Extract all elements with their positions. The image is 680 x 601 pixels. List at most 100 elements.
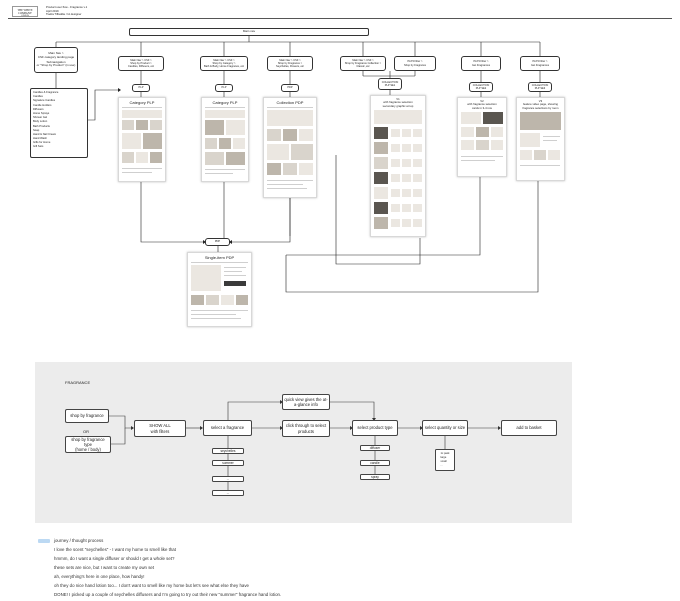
click-through-box: click through to select products bbox=[282, 420, 330, 437]
tag-plp-2: PLP bbox=[215, 84, 233, 92]
screen-collection-v2: V2 with fragrance selection cards in 3-4… bbox=[457, 97, 507, 177]
nav-box-filter-fragrance: PLP3 Filter > Shop by Fragrance bbox=[394, 56, 436, 71]
nav-box-collection: Main Nav > CSF > Shop by Fragrance Colle… bbox=[340, 56, 386, 71]
select-product-type: select product type bbox=[352, 420, 398, 436]
product-thumb bbox=[413, 174, 422, 182]
quantity-options: 1x pack large small ... bbox=[435, 449, 455, 471]
product-thumb bbox=[413, 159, 422, 167]
tag-plp-1: PLP bbox=[132, 84, 150, 92]
flow-panel: FRAGRANCE bbox=[35, 362, 572, 523]
logo-text: THE WHITE COMPANY bbox=[17, 8, 33, 15]
landing-label: Main Nav > CSF category landing page bbox=[37, 51, 75, 59]
product-thumb bbox=[391, 204, 400, 212]
category-list-item: Candles & Fragrance bbox=[33, 91, 59, 94]
journey-line: oh they do nice hand lotion too... I don… bbox=[54, 583, 249, 588]
nav-box-product: Main Nav > CSF > Shop by Product > Candl… bbox=[118, 56, 164, 71]
header: THE WHITE COMPANY LONDON Product user fl… bbox=[12, 5, 252, 20]
nav-box-filter-get-2: PLP3 Filter > Get Fragrances bbox=[520, 56, 560, 71]
nav-box-fragrance: Main Nav > CSF > Shop by Fragrance > Sey… bbox=[267, 56, 313, 71]
product-thumb bbox=[402, 129, 411, 137]
tag-pdp-single: PDP bbox=[205, 238, 230, 246]
product-image bbox=[374, 217, 388, 229]
product-thumb bbox=[391, 129, 400, 137]
category-landing-box: Main Nav > CSF category landing page Sub… bbox=[34, 47, 78, 73]
category-list-item: Home Sprays bbox=[33, 111, 50, 115]
fragrance-option: ... bbox=[212, 476, 244, 482]
or-label: OR bbox=[83, 429, 89, 434]
quick-view-box: quick view gives the at- a-glance info bbox=[282, 394, 330, 410]
header-line-3: Tiadra Tiffaddie / IA designer bbox=[46, 12, 82, 16]
journey-line: I love the scent "seychelles" - I want m… bbox=[54, 547, 176, 552]
add-to-basket: add to basket bbox=[501, 420, 557, 436]
start-shop-by-fragrance: shop by fragrance bbox=[65, 409, 109, 423]
screen-category-plp-2: Category PLP bbox=[201, 97, 249, 182]
product-thumb bbox=[413, 189, 422, 197]
screen-single-item-pdp: Single-item PDP bbox=[187, 252, 252, 327]
product-thumb bbox=[402, 189, 411, 197]
screen-title: Single-item PDP bbox=[204, 255, 235, 260]
screen-category-plp-1: Category PLP bbox=[118, 97, 166, 182]
main-nav-root: Main nav bbox=[129, 28, 369, 36]
tag-pdp-1: PDP bbox=[281, 84, 299, 92]
product-thumb bbox=[391, 174, 400, 182]
category-list-item: Candles bbox=[33, 95, 43, 99]
product-image bbox=[374, 187, 388, 199]
category-list-item: Soap bbox=[33, 128, 40, 132]
nav-box-category: Main Nav > CSF > Shop by Category > Bath… bbox=[200, 56, 248, 71]
product-thumb bbox=[402, 219, 411, 227]
header-line-1: Product user flow - Fragrance v.1 bbox=[46, 5, 88, 9]
product-thumb bbox=[402, 144, 411, 152]
product-thumb bbox=[402, 159, 411, 167]
category-list-item: Bath Products bbox=[33, 124, 50, 128]
sitemap-connectors bbox=[55, 36, 541, 293]
header-divider bbox=[8, 18, 672, 19]
journey-line: hmmm, do I want a single diffuser or sho… bbox=[54, 556, 175, 561]
screen-collection-v1: V1 with fragrance selection secondary gr… bbox=[370, 95, 426, 237]
tag-collection-se2: COLLECTION PLP SE2 bbox=[469, 82, 493, 92]
category-list-item: Gift Sets bbox=[33, 145, 44, 149]
screen-collection-pdp: Collection PDP bbox=[263, 97, 317, 198]
journey-line: ah, everything's here in one place, how … bbox=[54, 574, 145, 579]
brand-logo: THE WHITE COMPANY LONDON bbox=[12, 6, 38, 17]
product-thumb bbox=[402, 174, 411, 182]
product-image bbox=[374, 127, 388, 139]
product-thumb bbox=[391, 189, 400, 197]
landing-sub: Subnavigation or "Shop by Product" (in u… bbox=[36, 60, 76, 68]
journey-badge bbox=[38, 539, 50, 543]
fragrance-option: seychelles bbox=[212, 448, 244, 454]
nav-box-filter-get-1: PLP3 Filter > Get Fragrances bbox=[461, 56, 501, 71]
product-thumb bbox=[413, 129, 422, 137]
fragrance-option: ... bbox=[212, 490, 244, 496]
screen-title: Collection PDP bbox=[276, 100, 304, 105]
fragrance-option: summer bbox=[212, 460, 244, 466]
show-all-with-filters: SHOW ALL with filters bbox=[134, 420, 186, 437]
category-list-item: Signature Candles bbox=[33, 99, 56, 103]
type-option: diffuser bbox=[360, 445, 390, 451]
flow-section-title: FRAGRANCE bbox=[65, 380, 91, 385]
tag-collection-se3: COLLECTION PLP SE3 bbox=[528, 82, 552, 92]
journey-title: journey / thought process bbox=[54, 538, 104, 543]
screen-collection-v3: V3 feature video page, showing fragrance… bbox=[516, 97, 565, 181]
product-image bbox=[374, 172, 388, 184]
category-list-item: Candle Holders bbox=[33, 103, 52, 107]
journey-line: these sets are nice, but I want to creat… bbox=[54, 565, 155, 570]
product-thumb bbox=[413, 204, 422, 212]
select-quantity-or-size: select quantity or size bbox=[422, 420, 468, 436]
logo-subtext: LONDON bbox=[21, 14, 29, 17]
product-thumb bbox=[391, 159, 400, 167]
category-list-item: Gifts for Home bbox=[33, 141, 51, 145]
screen-title: V1 with fragrance selection secondary gr… bbox=[382, 97, 414, 108]
category-list-item: Body Lotion bbox=[33, 120, 48, 124]
select-a-fragrance: select a fragrance bbox=[203, 420, 252, 436]
category-list-item: Diffusers bbox=[33, 107, 44, 111]
product-image bbox=[374, 157, 388, 169]
screen-title: V3 feature video page, showing fragrance… bbox=[522, 99, 559, 110]
type-option: candle bbox=[360, 460, 390, 466]
screen-title: Category PLP bbox=[129, 100, 155, 105]
product-thumb bbox=[413, 219, 422, 227]
product-thumb bbox=[413, 144, 422, 152]
product-image bbox=[374, 142, 388, 154]
category-list-item: Shower Gel bbox=[33, 116, 48, 120]
